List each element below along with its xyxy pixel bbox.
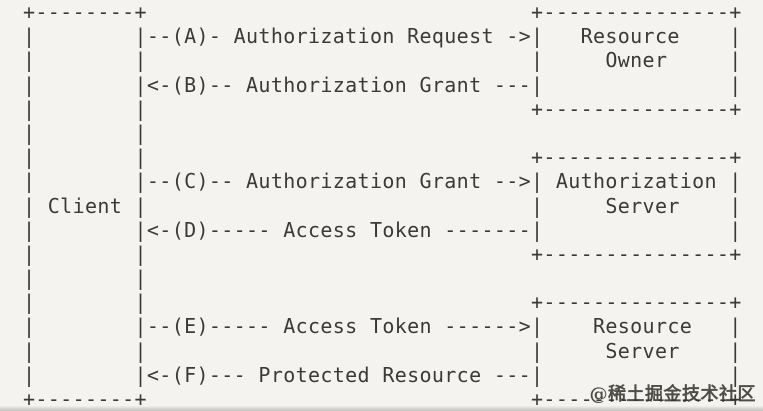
ascii-art-diagram: +--------+ +---------------+| |--(A)- Au… (23, 0, 742, 411)
watermark-text: @稀土掘金技术社区 (589, 384, 756, 405)
diagram-line: | | +---------------+ (23, 96, 742, 121)
diagram-line: | | | Owner | (23, 48, 742, 73)
diagram-line: | | (23, 266, 147, 291)
diagram-line: | |--(C)-- Authorization Grant -->| Auth… (23, 169, 742, 194)
diagram-line: | | (23, 120, 147, 145)
diagram-line: | |--(A)- Authorization Request ->| Reso… (23, 24, 742, 49)
diagram-line: | | +---------------+ (23, 290, 742, 315)
diagram-line: | |<-(B)-- Authorization Grant ---| | (23, 72, 742, 97)
diagram-line: | | +---------------+ (23, 145, 742, 170)
diagram-line: | |<-(F)--- Protected Resource ---| | (23, 362, 742, 387)
diagram-line: +--------+ +---------------+ (23, 0, 742, 24)
diagram-line: | | +---------------+ (23, 241, 742, 266)
diagram-line: | |--(E)----- Access Token ------>| Reso… (23, 314, 742, 339)
diagram-line: | Client | | Server | (23, 193, 742, 218)
diagram-line: | | | Server | (23, 338, 742, 363)
diagram-line: | |<-(D)----- Access Token -------| | (23, 217, 742, 242)
